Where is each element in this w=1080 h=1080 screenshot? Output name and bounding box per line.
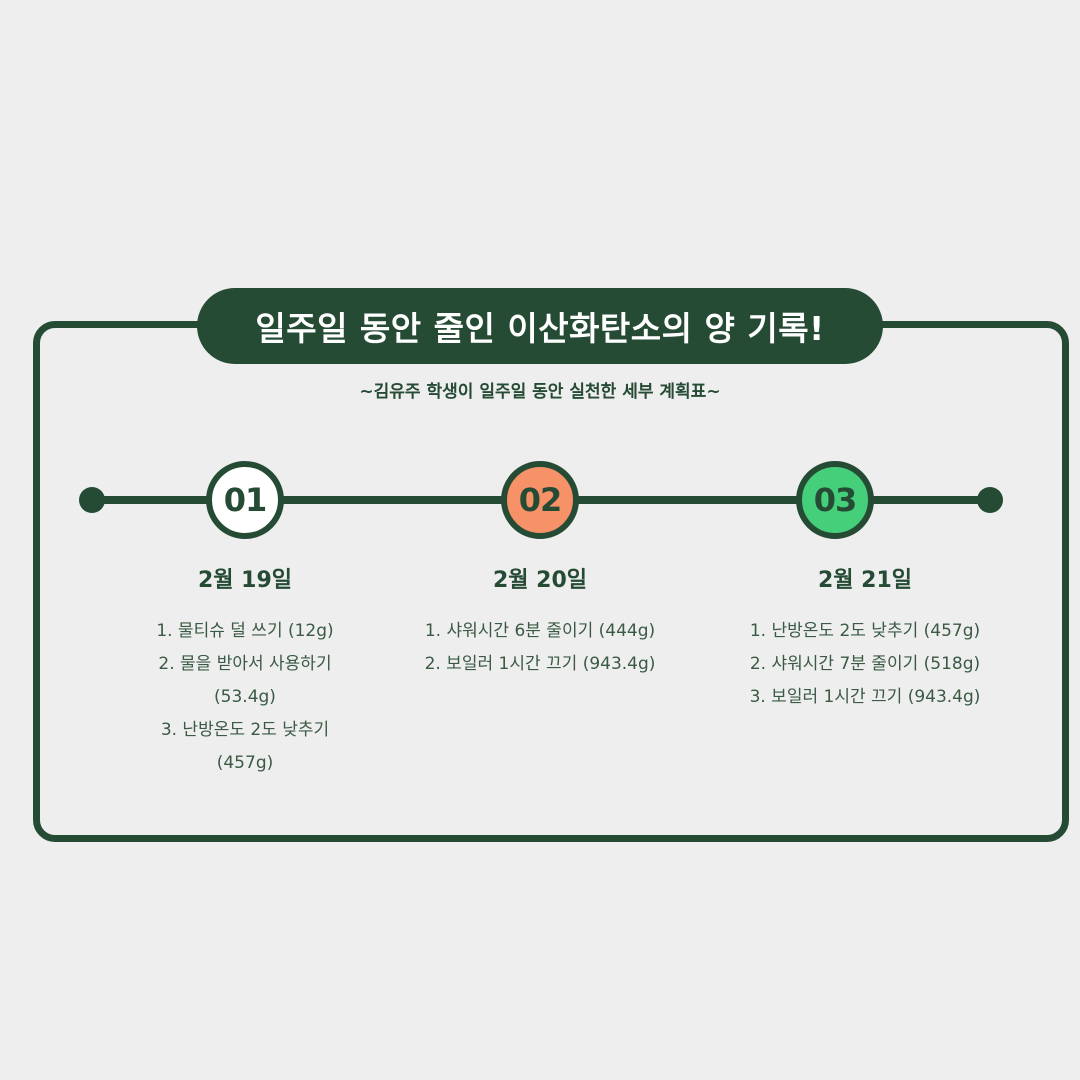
list-item: 1. 물티슈 덜 쓰기 (12g) — [156, 621, 334, 641]
step-3-badge: 03 — [796, 461, 874, 539]
day-3-list: 1. 난방온도 2도 낮추기 (457g) 2. 샤워시간 7분 줄이기 (51… — [700, 615, 1030, 714]
step-2-number: 02 — [518, 481, 563, 519]
day-1-date: 2월 19일 — [197, 568, 293, 593]
day-3-column: 2월 21일 1. 난방온도 2도 낮추기 (457g) 2. 샤워시간 7분 … — [700, 565, 1030, 714]
list-item: 3. 난방온도 2도 낮추기 (457g) — [160, 720, 330, 773]
day-2-column: 2월 20일 1. 샤워시간 6분 줄이기 (444g) 2. 보일러 1시간 … — [375, 565, 705, 681]
list-item: 1. 샤워시간 6분 줄이기 (444g) — [424, 621, 656, 641]
day-2-list: 1. 샤워시간 6분 줄이기 (444g) 2. 보일러 1시간 끄기 (943… — [375, 615, 705, 681]
day-3-date: 2월 21일 — [817, 568, 913, 593]
day-2-date: 2월 20일 — [492, 568, 588, 593]
day-1-column: 2월 19일 1. 물티슈 덜 쓰기 (12g) 2. 물을 받아서 사용하기 … — [80, 565, 410, 780]
page-subtitle: ~김유주 학생이 일주일 동안 실천한 세부 계획표~ — [359, 382, 721, 402]
title-banner: 일주일 동안 줄인 이산화탄소의 양 기록! — [197, 288, 883, 364]
list-item: 2. 샤워시간 7분 줄이기 (518g) — [749, 654, 981, 674]
timeline-end-dot — [977, 487, 1003, 513]
timeline-start-dot — [79, 487, 105, 513]
step-3-number: 03 — [813, 481, 858, 519]
day-1-list: 1. 물티슈 덜 쓰기 (12g) 2. 물을 받아서 사용하기 (53.4g)… — [145, 615, 345, 780]
list-item: 1. 난방온도 2도 낮추기 (457g) — [749, 621, 981, 641]
list-item: 2. 물을 받아서 사용하기 (53.4g) — [158, 654, 332, 707]
list-item: 3. 보일러 1시간 끄기 (943.4g) — [749, 687, 981, 707]
step-1-number: 01 — [223, 481, 268, 519]
step-2-badge: 02 — [501, 461, 579, 539]
page-title: 일주일 동안 줄인 이산화탄소의 양 기록! — [255, 309, 825, 348]
list-item: 2. 보일러 1시간 끄기 (943.4g) — [424, 654, 656, 674]
step-1-badge: 01 — [206, 461, 284, 539]
